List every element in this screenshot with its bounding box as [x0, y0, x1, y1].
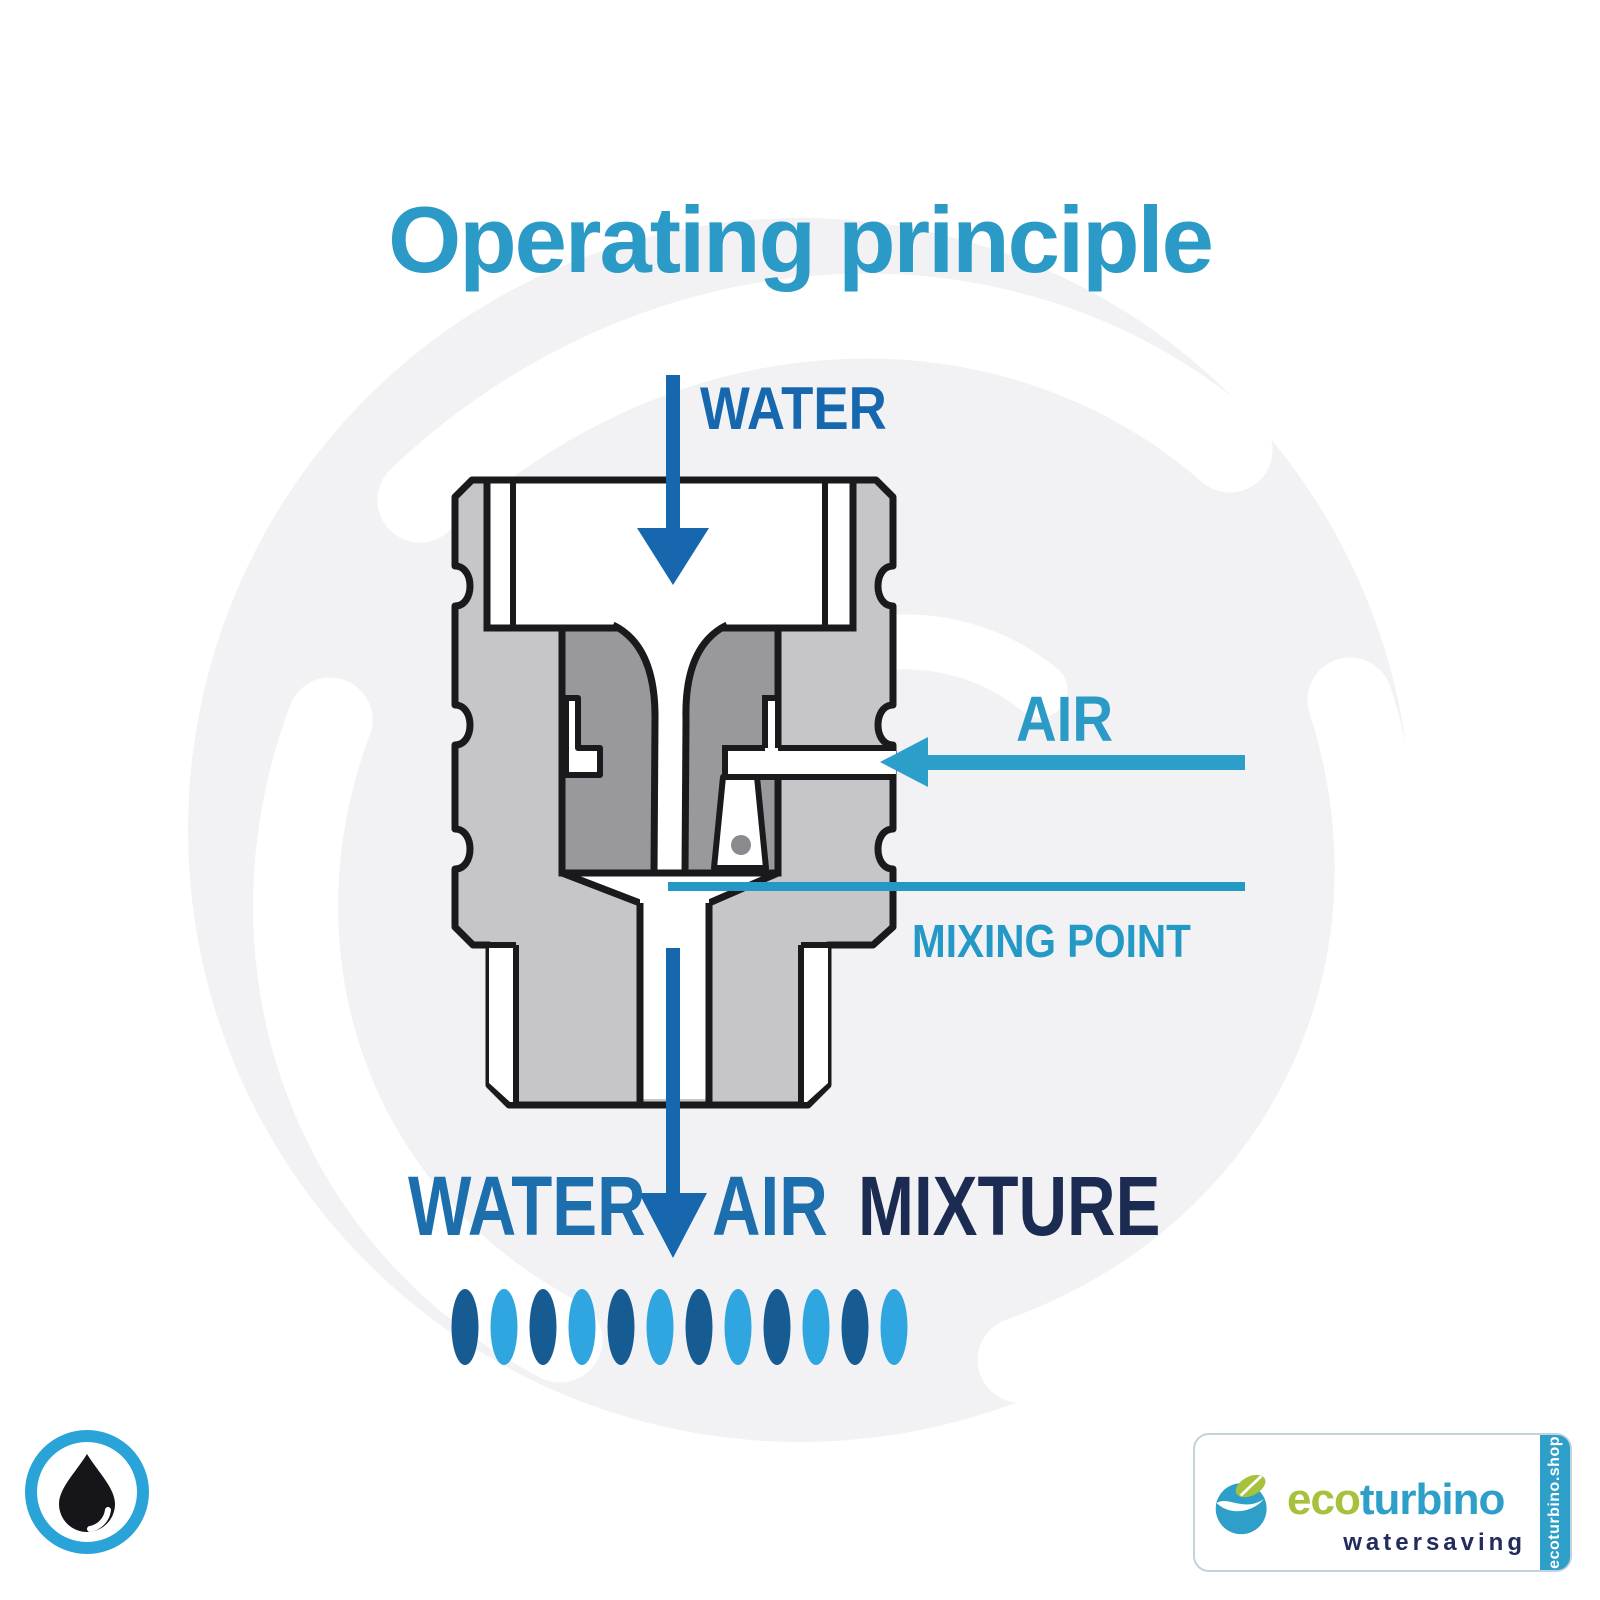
ecoturbino-logo-icon	[1215, 1474, 1267, 1535]
page-title: Operating principle	[388, 187, 1214, 292]
droplet	[451, 1289, 479, 1365]
outlet-mixture-label: MIXTURE	[858, 1159, 1161, 1253]
outlet-arrow	[639, 948, 707, 1258]
water-inlet-arrow	[637, 375, 709, 585]
air-channel	[722, 695, 896, 780]
droplet	[724, 1289, 752, 1365]
water-channel	[611, 621, 729, 874]
droplet	[880, 1289, 908, 1365]
droplet	[685, 1289, 713, 1365]
outlet-water-label: WATER	[408, 1159, 646, 1253]
droplet	[646, 1289, 674, 1365]
mixing-point-label: MIXING POINT	[912, 915, 1191, 967]
core-left-notch	[563, 695, 603, 778]
brand-card: ecoturbino watersaving ecoturbino.shop	[1193, 1433, 1572, 1572]
water-drop-icon	[25, 1430, 149, 1554]
droplet	[802, 1289, 830, 1365]
water-inlet-label: WATER	[700, 375, 887, 442]
air-inlet-arrow	[880, 737, 1245, 787]
droplet-row	[451, 1289, 908, 1365]
droplet	[607, 1289, 635, 1365]
droplet	[763, 1289, 791, 1365]
nut-thread-strips	[473, 942, 828, 1103]
brand-name-turbino: turbino	[1359, 1475, 1506, 1524]
brand-tagline: watersaving	[1343, 1529, 1526, 1556]
brand-side-strip: ecoturbino.shop	[1540, 1435, 1570, 1570]
outlet-air-label: AIR	[712, 1159, 828, 1253]
air-inlet-label: AIR	[1016, 683, 1113, 755]
pocket-dot	[731, 835, 751, 855]
brand-side-text: ecoturbino.shop	[1546, 1436, 1563, 1569]
droplet	[568, 1289, 596, 1365]
droplet	[529, 1289, 557, 1365]
droplet	[841, 1289, 869, 1365]
core-pocket	[711, 774, 769, 871]
brand-name-eco: eco	[1287, 1475, 1361, 1524]
mixing-point-line	[668, 882, 1245, 891]
droplet	[490, 1289, 518, 1365]
brand-name: ecoturbino	[1287, 1475, 1506, 1525]
